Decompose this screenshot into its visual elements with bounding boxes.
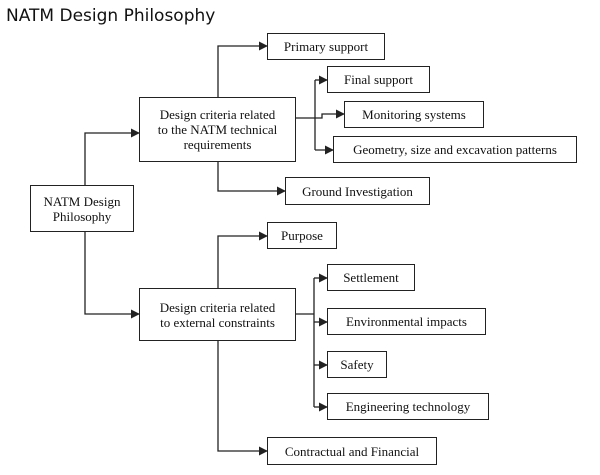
node-safety: Safety bbox=[327, 351, 387, 378]
connector-root-to-technical bbox=[84, 128, 140, 185]
node-final-support: Final support bbox=[327, 66, 430, 93]
branch-technical-requirements: Design criteria related to the NATM tech… bbox=[139, 97, 296, 162]
page-title: NATM Design Philosophy bbox=[6, 6, 216, 26]
node-primary-support: Primary support bbox=[267, 33, 385, 60]
node-settlement: Settlement bbox=[327, 264, 415, 291]
node-geometry-size-excavation: Geometry, size and excavation patterns bbox=[333, 136, 577, 163]
node-purpose: Purpose bbox=[267, 222, 337, 249]
connector-root-to-external bbox=[84, 232, 140, 319]
node-monitoring-systems: Monitoring systems bbox=[344, 101, 484, 128]
connector-to-monitoring-systems bbox=[315, 109, 345, 119]
node-contractual-financial: Contractual and Financial bbox=[267, 437, 437, 465]
connector-to-contractual bbox=[217, 341, 268, 456]
node-ground-investigation: Ground Investigation bbox=[285, 177, 430, 205]
connector-to-purpose bbox=[217, 231, 268, 288]
branch-external-constraints: Design criteria related to external cons… bbox=[139, 288, 296, 341]
node-engineering-technology: Engineering technology bbox=[327, 393, 489, 420]
connector-to-primary-support bbox=[217, 41, 268, 97]
node-environmental-impacts: Environmental impacts bbox=[327, 308, 486, 335]
root-node-natm-design-philosophy: NATM Design Philosophy bbox=[30, 185, 134, 232]
connector-to-ground-investigation bbox=[217, 162, 286, 196]
